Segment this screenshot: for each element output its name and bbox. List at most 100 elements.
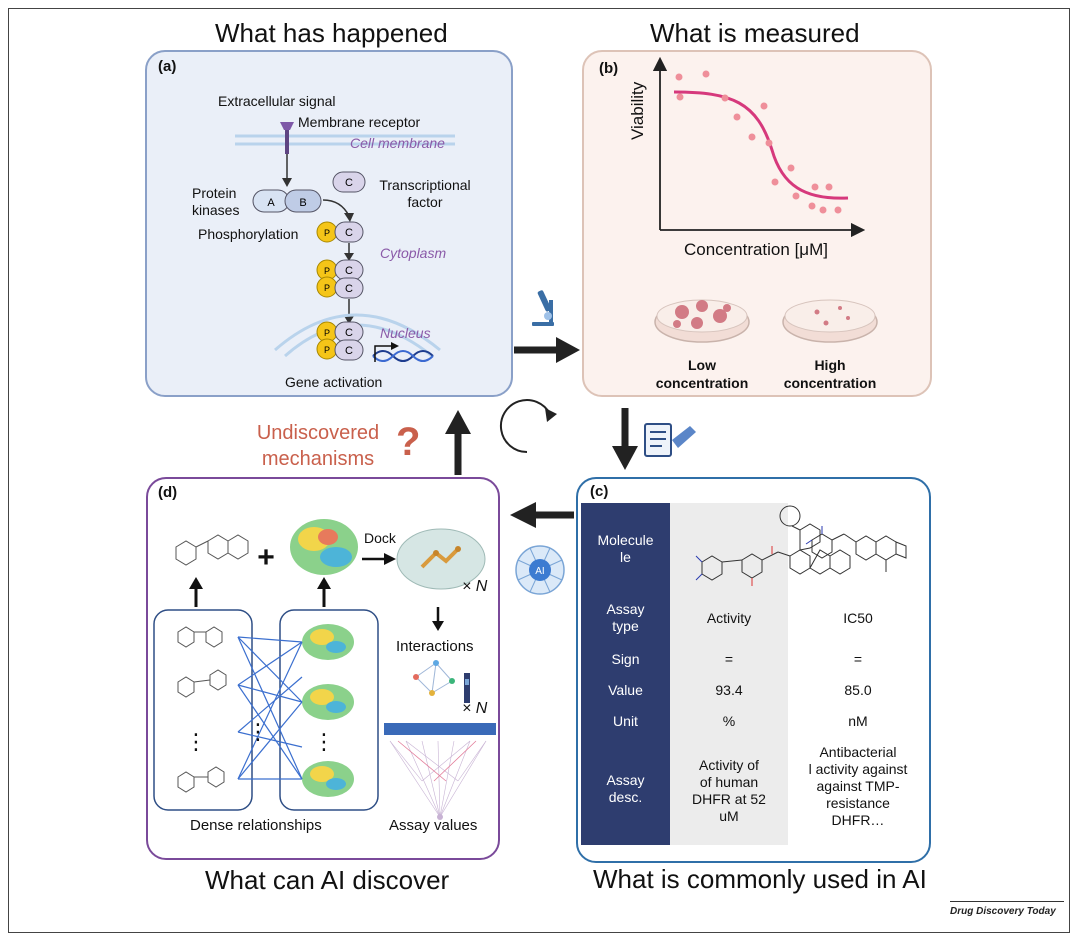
svg-text:C: C <box>345 345 353 357</box>
title-what-can-ai-discover: What can AI discover <box>205 865 450 895</box>
cell-unit-1: % <box>722 713 736 729</box>
signaling-pathway-diagram: A B C P C P P C C P P C C <box>235 122 455 362</box>
molecule-1-structure <box>701 505 851 581</box>
ai-chip-icon <box>515 545 565 595</box>
svg-text:P: P <box>324 228 330 238</box>
molecule-2-structure <box>811 533 907 572</box>
cell-sign-1: = <box>724 651 734 667</box>
dock-label: Dock <box>364 530 396 546</box>
row-header-value: Value <box>608 682 643 698</box>
row-header-unit: Unit <box>613 713 638 729</box>
nucleus-membrane-outer <box>274 313 441 352</box>
clipboard-icon <box>644 423 696 457</box>
molecule-1-n-atoms <box>695 555 703 581</box>
table-header-column <box>581 503 670 845</box>
outer-frame <box>8 8 1070 933</box>
extracellular-signal-label: Extracellular signal <box>218 93 336 109</box>
cell-assay-type-2: IC50 <box>843 610 873 626</box>
transcription-start-arrow <box>374 345 393 362</box>
interactions-label: Interactions <box>396 638 474 655</box>
panel-b <box>582 50 932 397</box>
data-points <box>675 70 842 214</box>
panel-d-label: (d) <box>158 484 178 501</box>
assay-values-label: Assay values <box>389 817 478 834</box>
cell-unit-2: nM <box>848 713 868 729</box>
protein-box <box>279 609 379 811</box>
ellipsis-links: ⋮ <box>247 719 269 744</box>
tf-c-shape <box>332 171 366 193</box>
viability-curve-plot <box>652 56 878 343</box>
membrane-receptor-icon <box>280 122 294 130</box>
kinase-a-letter: A <box>267 197 275 209</box>
ai-discovery-diagram: + <box>153 519 496 820</box>
dose-response-curve <box>673 90 849 200</box>
title-commonly-used-in-ai: What is commonly used in AI <box>593 864 927 894</box>
journal-brand: Drug Discovery Today <box>950 906 1056 917</box>
interaction-graph <box>413 660 470 703</box>
dense-relationship-lines <box>237 636 303 780</box>
dense-relationships-label: Dense relationships <box>190 817 322 834</box>
gene-activation-label: Gene activation <box>285 374 383 390</box>
plus-sign: + <box>257 541 275 574</box>
svg-text:P: P <box>324 328 330 338</box>
tf-letter: C <box>345 177 353 189</box>
x-axis-label: Concentration [μM] <box>684 240 828 259</box>
cell-membrane-label: Cell membrane <box>350 135 445 151</box>
membrane-receptor-label: Membrane receptor <box>298 114 421 130</box>
top-molecule-structure <box>175 534 249 566</box>
cytoplasm-label: Cytoplasm <box>380 245 447 261</box>
protein-list <box>302 624 354 797</box>
cell-sign-2: = <box>853 651 863 667</box>
cell-assay-type-1: Activity <box>706 610 752 626</box>
cycle-icon <box>499 399 551 454</box>
panel-a-label: (a) <box>158 58 177 75</box>
docked-complex <box>396 528 486 590</box>
times-n-label-1: × N <box>462 578 488 595</box>
svg-text:C: C <box>345 283 353 295</box>
ellipsis-molecules: ⋮ <box>185 729 207 754</box>
ai-chip-text: AI <box>535 566 544 577</box>
ellipsis-proteins: ⋮ <box>313 729 335 754</box>
cell-value-2: 85.0 <box>844 682 872 698</box>
molecule-box <box>153 609 253 811</box>
question-mark-icon: ? <box>396 420 421 464</box>
layer-bar <box>384 723 496 735</box>
panel-b-label: (b) <box>599 60 619 77</box>
phosphorylation-label: Phosphorylation <box>198 226 299 242</box>
table-column-1-bg <box>670 503 788 845</box>
molecule-list <box>177 626 227 793</box>
svg-text:C: C <box>345 327 353 339</box>
svg-text:P: P <box>324 283 330 293</box>
kinase-b-letter: B <box>299 197 306 209</box>
cell-value-1: 93.4 <box>715 682 743 698</box>
dna-strand-1 <box>372 350 434 362</box>
dna-strand-2 <box>372 350 434 362</box>
svg-text:C: C <box>345 265 353 277</box>
svg-text:P: P <box>324 345 330 355</box>
title-what-has-happened: What has happened <box>215 18 448 48</box>
title-what-is-measured: What is measured <box>650 18 860 48</box>
row-header-sign: Sign <box>611 651 640 667</box>
molecule-structures <box>695 505 907 586</box>
neural-network <box>389 740 487 818</box>
microscope-icon <box>532 290 554 326</box>
kinase-b-shape <box>284 189 322 213</box>
svg-text:C: C <box>345 227 353 239</box>
brand-rule <box>950 901 1064 902</box>
top-protein-structure <box>290 519 358 575</box>
nucleus-label: Nucleus <box>380 325 431 341</box>
svg-text:P: P <box>324 266 330 276</box>
times-n-label-2: × N <box>462 700 488 717</box>
